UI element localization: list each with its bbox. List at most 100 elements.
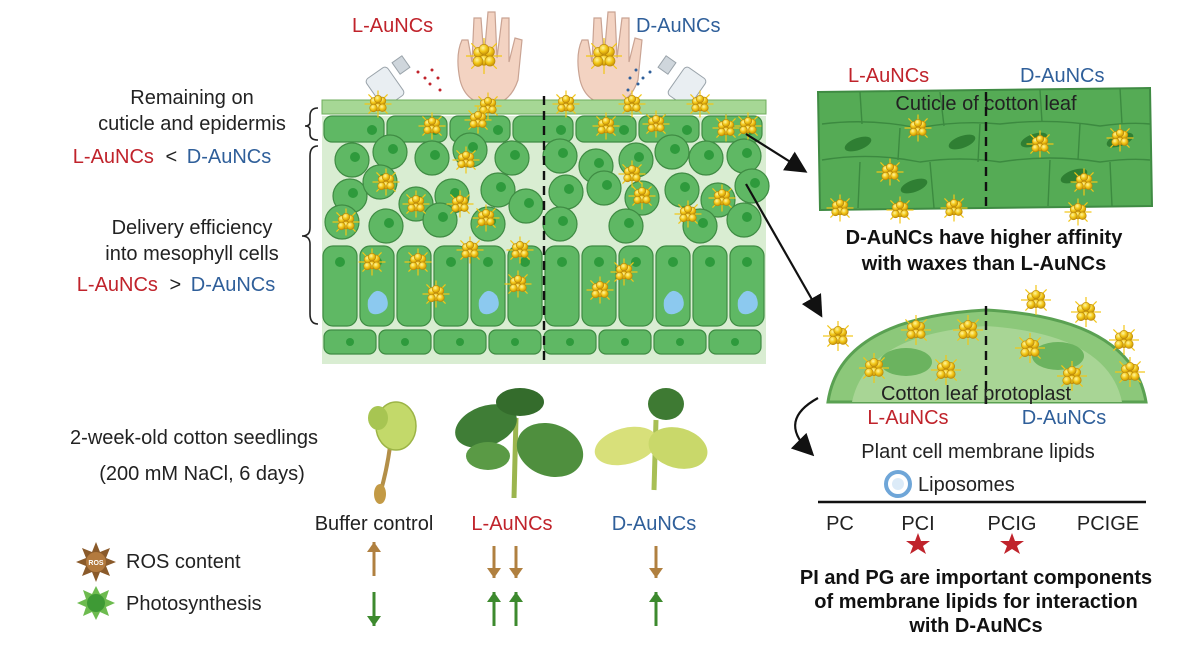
arrow-to-protoplast-panel: [745, 183, 823, 318]
cuticle-conclusion-line1: D-AuNCs have higher affinity: [846, 227, 1124, 249]
aunc-cluster-icon: [610, 258, 638, 286]
compare2: L-AuNCs > D-AuNCs: [77, 274, 275, 296]
aunc-cluster-icon: [876, 158, 904, 186]
aunc-cluster-icon: [931, 355, 961, 385]
top-l-label: L-AuNCs: [352, 15, 433, 37]
arrow-to-cuticle-panel: [745, 133, 808, 173]
aunc-cluster-icon: [446, 190, 474, 218]
liposome-label: Liposomes: [918, 474, 1015, 496]
aunc-cluster-icon: [1021, 285, 1051, 315]
cuticle-cell-walls: [821, 87, 1151, 209]
aunc-cluster-icon: [1115, 357, 1145, 387]
aunc-cluster-icon: [826, 194, 854, 222]
effect-arrows: [367, 542, 663, 626]
cuticle-title: Cuticle of cotton leaf: [895, 93, 1077, 115]
aunc-cluster-icon: [1070, 168, 1098, 196]
left-spray-bottle-icon: [365, 55, 442, 108]
protoplast-d-label: D-AuNCs: [1022, 407, 1106, 429]
aunc-cluster-icon: [592, 112, 620, 140]
delivery-line1: Delivery efficiency: [112, 217, 273, 239]
group-buffer-label: Buffer control: [315, 513, 434, 535]
membrane-label: Plant cell membrane lipids: [861, 441, 1094, 463]
aunc-cluster-icon: [466, 38, 502, 74]
cuticle-d-label: D-AuNCs: [1020, 65, 1104, 87]
curved-arrow: [790, 397, 819, 457]
aunc-cluster-icon: [456, 236, 484, 264]
palisade-mesophyll: [322, 245, 765, 327]
protoplast-title: Cotton leaf protoplast: [881, 383, 1072, 405]
aunc-cluster-icon: [953, 315, 983, 345]
lipid-pci: PCI: [901, 513, 934, 535]
chloroplast-1: [880, 348, 932, 376]
aunc-cluster-icon: [1106, 124, 1134, 152]
aunc-cluster-icon: [358, 248, 386, 276]
remaining-line2: cuticle and epidermis: [98, 113, 286, 135]
seedlings-title-line2: (200 mM NaCl, 6 days): [99, 463, 305, 485]
aunc-cluster-icon: [904, 114, 932, 142]
seedling-buffer-control: [368, 401, 417, 504]
aunc-cluster-icon: [586, 276, 614, 304]
protoplast-conclusion-line3: with D-AuNCs: [908, 615, 1042, 637]
right-spray-bottle-icon: [626, 55, 707, 108]
aunc-cluster-icon: [404, 248, 432, 276]
compare1-symbol: <: [166, 146, 178, 168]
legend-photosynthesis: Photosynthesis: [126, 593, 262, 615]
aunc-cluster-icon: [901, 315, 931, 345]
photosynthesis-icon: [77, 586, 115, 620]
group-d-label: D-AuNCs: [612, 513, 696, 535]
aunc-cluster-icon: [472, 204, 500, 232]
aunc-cluster-icon: [364, 90, 392, 118]
aunc-cluster-icon: [1109, 325, 1139, 355]
star-pcig-icon: [1000, 533, 1024, 554]
aunc-cluster-icon: [712, 114, 740, 142]
aunc-cluster-icon: [586, 38, 622, 74]
aunc-cluster-icon: [332, 208, 360, 236]
aunc-cluster-icon: [674, 200, 702, 228]
aunc-cluster-icon: [464, 106, 492, 134]
aunc-cluster-icon: [504, 270, 532, 298]
compare1: L-AuNCs < D-AuNCs: [73, 146, 271, 168]
compare2-symbol: >: [170, 274, 182, 296]
epidermis-brace: [304, 107, 319, 141]
aunc-cluster-icon: [1015, 333, 1045, 363]
cuticle-aunc-clusters: [826, 114, 1134, 226]
aunc-cluster-icon: [422, 280, 450, 308]
aunc-cluster-icon: [708, 184, 736, 212]
leaf-aunc-clusters: [332, 38, 762, 308]
aunc-cluster-icon: [474, 92, 502, 120]
delivery-line2: into mesophyll cells: [105, 243, 278, 265]
aunc-cluster-icon: [734, 112, 762, 140]
mesophyll-brace: [301, 145, 319, 325]
compare2-l: L-AuNCs: [77, 274, 158, 296]
aunc-cluster-icon: [372, 168, 400, 196]
aunc-cluster-icon: [1064, 198, 1092, 226]
seedlings-title-line1: 2-week-old cotton seedlings: [70, 427, 318, 449]
lower-epidermis: [323, 329, 762, 355]
lipid-pc: PC: [826, 513, 854, 535]
group-l-label: L-AuNCs: [471, 513, 552, 535]
aunc-cluster-icon: [1057, 361, 1087, 391]
protoplast-conclusion-line1: PI and PG are important components: [800, 567, 1152, 589]
compare1-l: L-AuNCs: [73, 146, 154, 168]
ros-icon-text: ROS: [88, 560, 104, 567]
protoplast-l-label: L-AuNCs: [867, 407, 948, 429]
seedling-d-aunc: [594, 388, 708, 491]
aunc-cluster-icon: [1071, 297, 1101, 327]
protoplast-conclusion-line2: of membrane lipids for interaction: [814, 591, 1137, 613]
aunc-cluster-icon: [886, 196, 914, 224]
liposome-icon: [884, 470, 912, 498]
cuticle-l-label: L-AuNCs: [848, 65, 929, 87]
aunc-cluster-icon: [686, 90, 714, 118]
cuticle-panel: Cuticle of cotton leaf: [816, 86, 1154, 226]
lipid-pcig: PCIG: [988, 513, 1037, 535]
leaf-cross-section: [321, 38, 770, 364]
seedling-l-aunc: [455, 388, 584, 499]
top-d-label: D-AuNCs: [636, 15, 720, 37]
aunc-cluster-icon: [1026, 130, 1054, 158]
protoplast-aunc-clusters: [823, 285, 1145, 391]
aunc-cluster-icon: [618, 90, 646, 118]
compare1-d: D-AuNCs: [187, 146, 271, 168]
aunc-cluster-icon: [642, 110, 670, 138]
lipid-pcige: PCIGE: [1077, 513, 1139, 535]
